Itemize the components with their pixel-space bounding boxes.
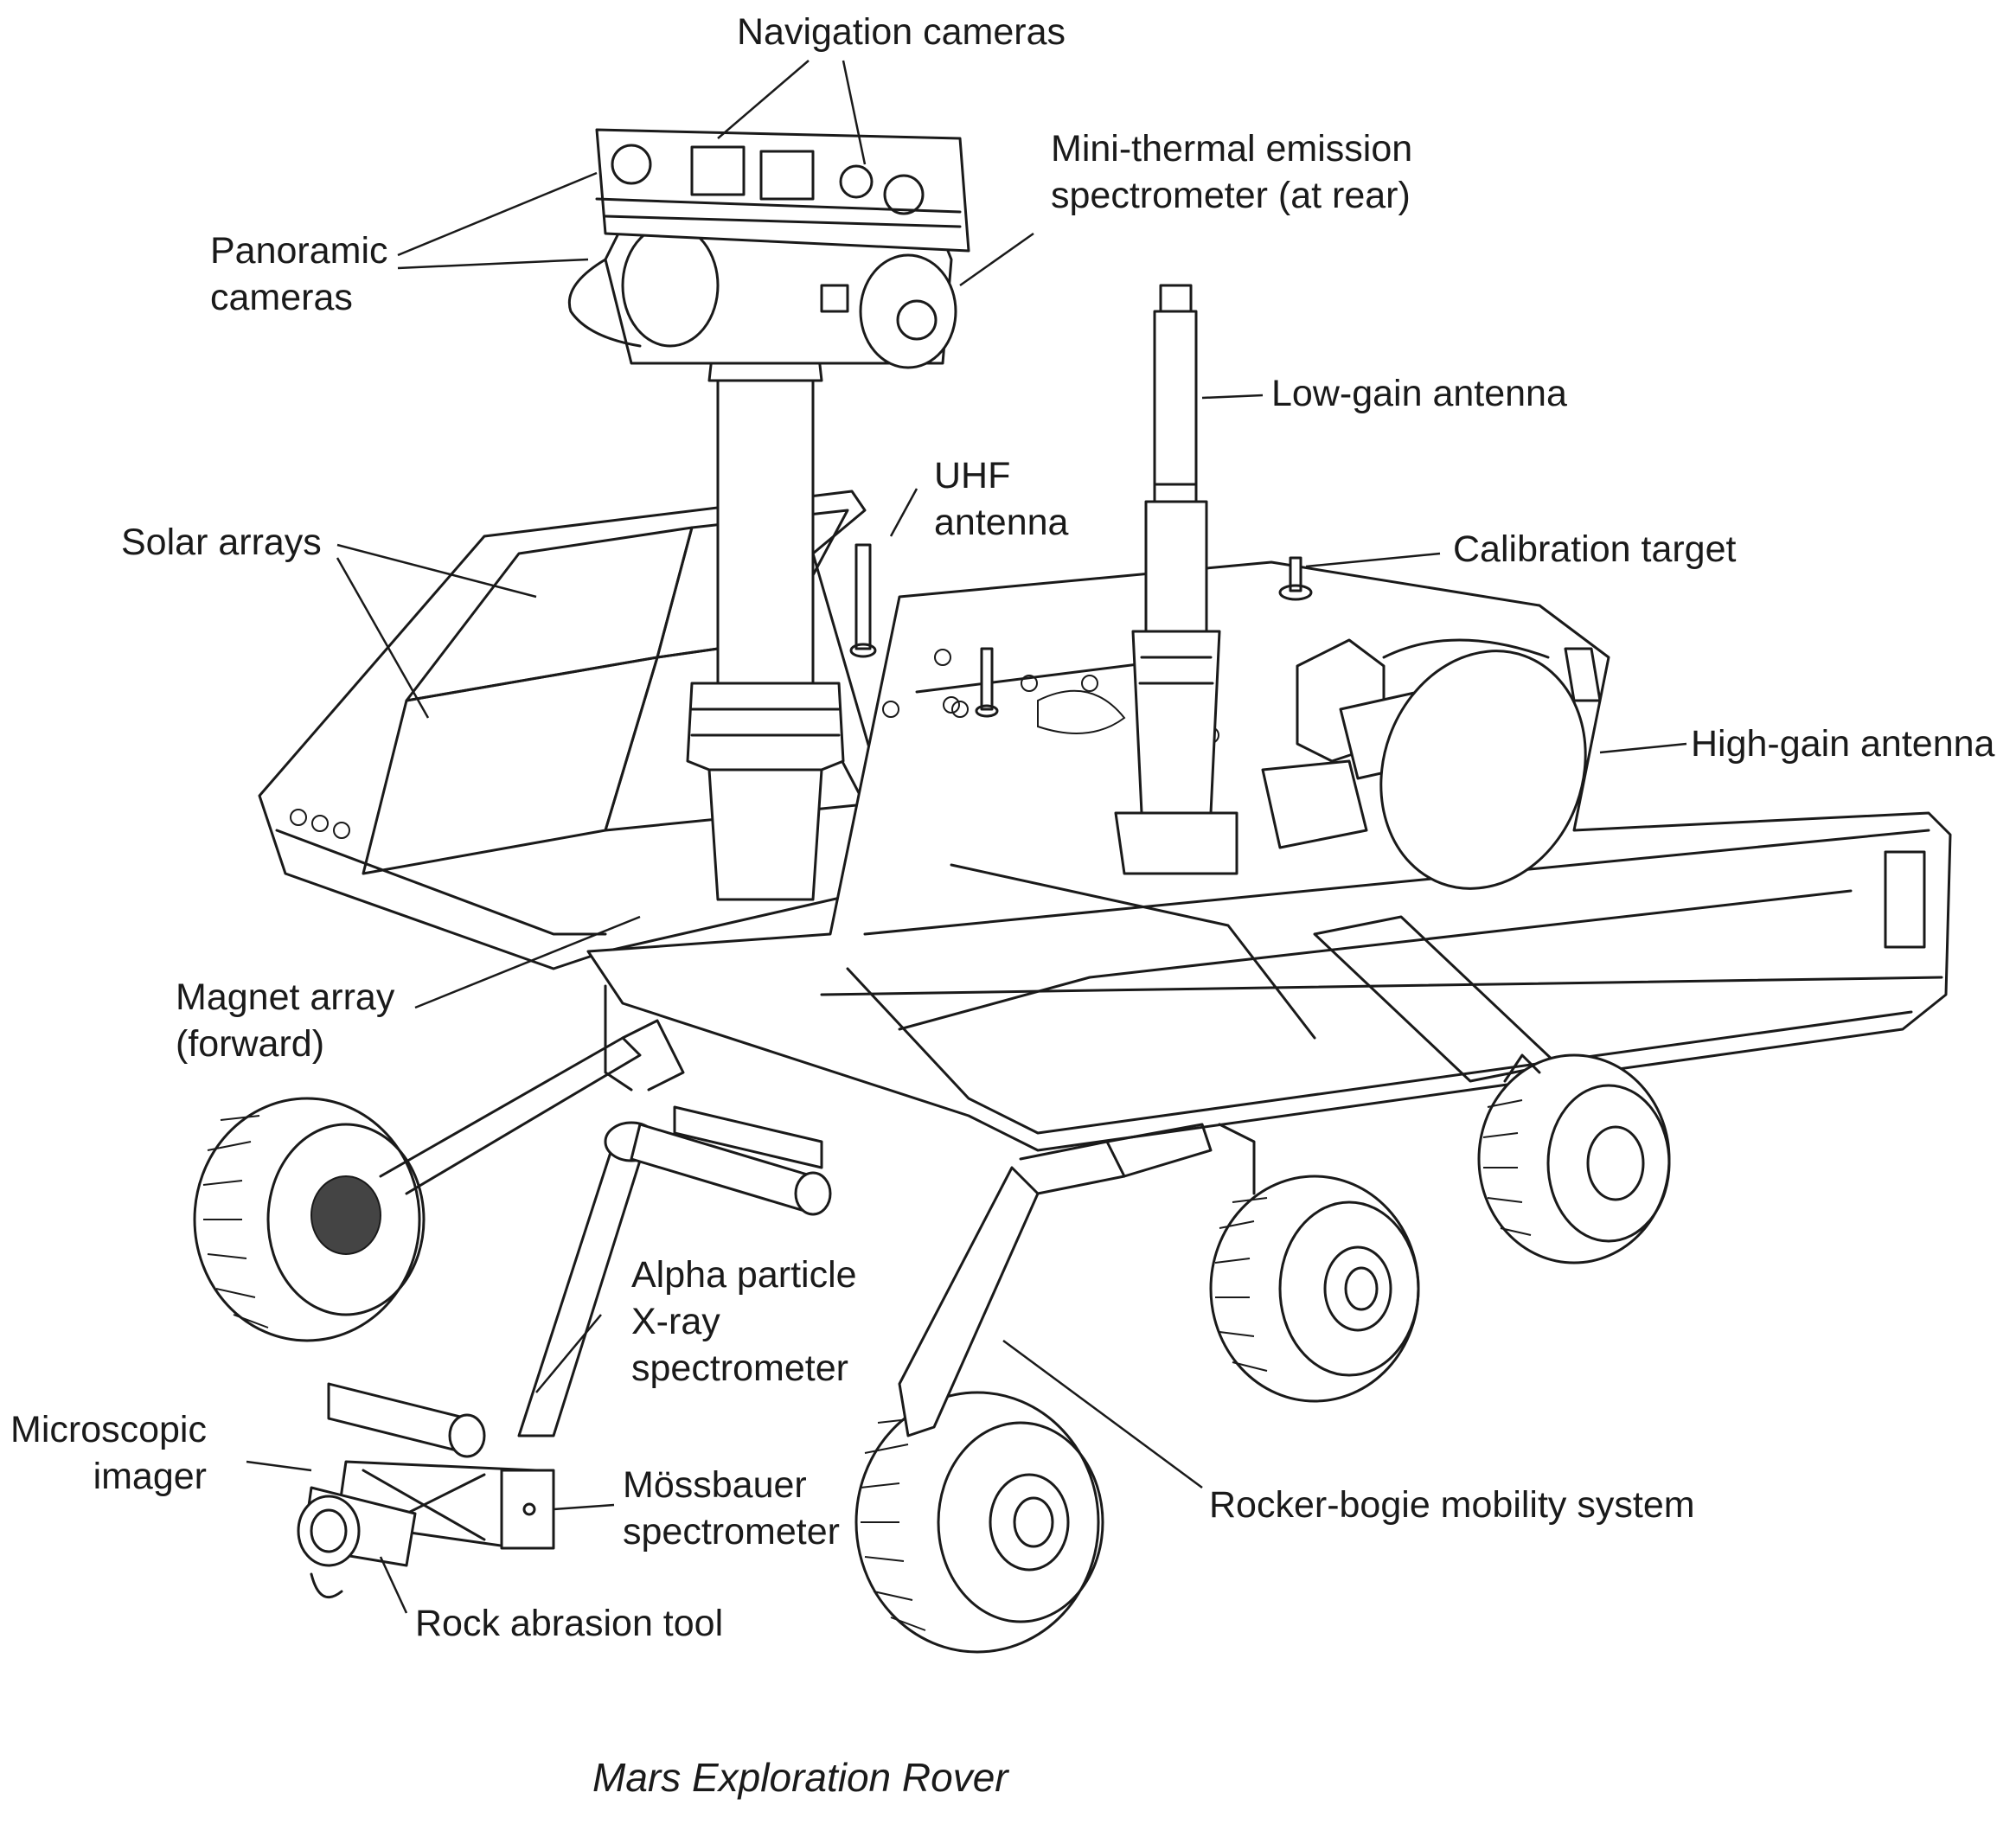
label-navigation-cameras: Navigation cameras <box>737 11 1066 53</box>
label-high-gain-antenna: High-gain antenna <box>1691 723 1995 765</box>
label-low-gain-antenna: Low-gain antenna <box>1271 373 1567 414</box>
leader-lines <box>246 60 1687 1614</box>
mast-drawing <box>567 128 970 901</box>
label-microscopic-imager: Microscopic imager <box>10 1409 207 1497</box>
wheels-drawing <box>193 1053 1671 1654</box>
high-gain-antenna-drawing <box>1261 638 1602 890</box>
label-mossbauer: Mössbauer spectrometer <box>623 1464 840 1553</box>
label-mini-tes: Mini-thermal emission spectrometer (at r… <box>1051 128 1413 216</box>
calibration-target-drawing <box>1278 556 1313 601</box>
label-magnet-array: Magnet array (forward) <box>176 976 395 1065</box>
label-panoramic-cameras: Panoramic cameras <box>210 230 388 318</box>
rover-deck-drawing <box>586 560 1952 1152</box>
label-rock-abrasion-tool: Rock abrasion tool <box>415 1603 724 1644</box>
instrument-arm-drawing <box>297 1105 832 1599</box>
label-apxs: Alpha particle X-ray spectrometer <box>631 1254 857 1389</box>
label-uhf-antenna: UHF antenna <box>934 455 1069 543</box>
label-calibration-target: Calibration target <box>1453 528 1737 570</box>
figure-caption: Mars Exploration Rover <box>592 1755 1008 1800</box>
label-rocker-bogie: Rocker-bogie mobility system <box>1209 1484 1695 1526</box>
rocker-bogie-drawing <box>379 984 1541 1437</box>
uhf-antenna-drawing <box>849 543 999 718</box>
low-gain-antenna-drawing <box>1114 284 1238 875</box>
label-solar-arrays: Solar arrays <box>121 522 322 563</box>
